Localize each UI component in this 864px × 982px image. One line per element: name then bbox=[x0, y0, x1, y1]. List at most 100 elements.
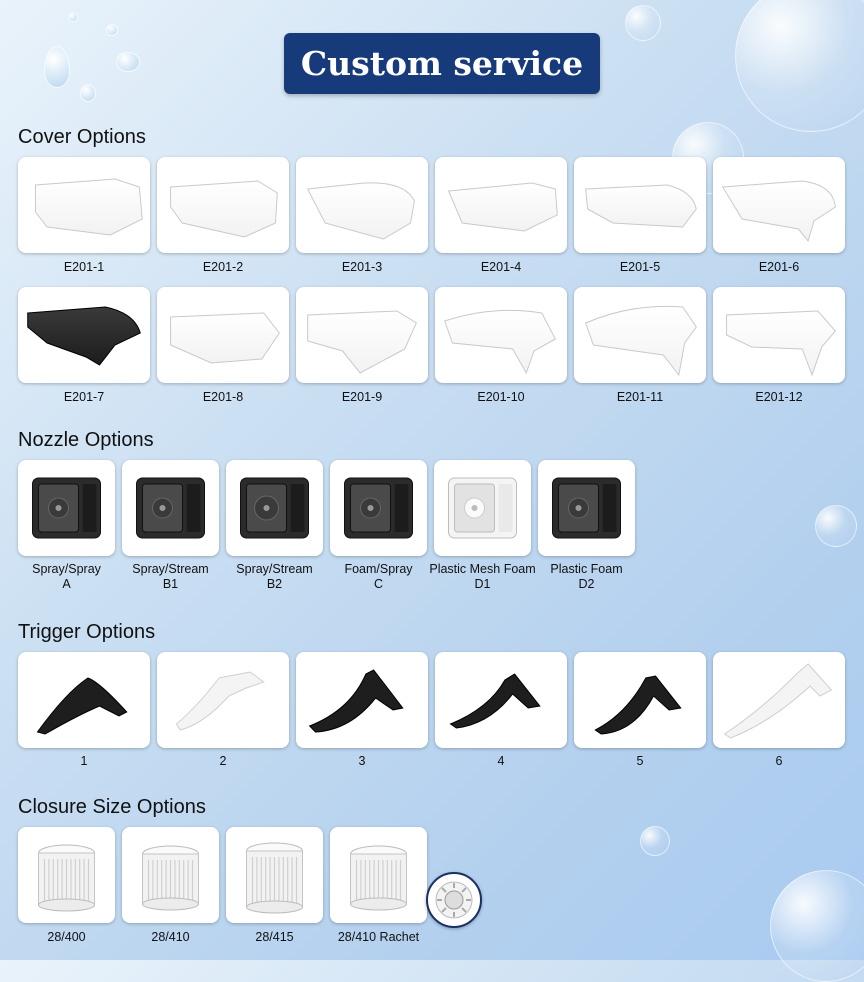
closure-option-label-line-1: 28/400 bbox=[47, 930, 86, 944]
cover-option-card bbox=[435, 287, 567, 383]
trigger-options-title: Trigger Options bbox=[18, 621, 156, 643]
trigger-option-card bbox=[713, 652, 845, 748]
cover-option-label: E201-5 bbox=[574, 260, 706, 275]
trigger-option-card bbox=[435, 652, 567, 748]
nozzle-option-label-line-2: C bbox=[373, 577, 384, 591]
nozzle-option-card bbox=[434, 460, 531, 556]
nozzle-option-label-line-1: Spray/Stream bbox=[132, 562, 209, 576]
cover-option-label: E201-4 bbox=[435, 260, 567, 275]
closure-option-label: 28/415 bbox=[220, 930, 329, 945]
nozzle-option-card bbox=[226, 460, 323, 556]
cover-option-label-line-1: E201-11 bbox=[616, 390, 664, 404]
cover-option-label-line-1: E201-2 bbox=[202, 260, 244, 274]
water-drop-decoration bbox=[68, 12, 78, 22]
cover-option-label-line-1: E201-12 bbox=[755, 390, 803, 404]
closure-option-label-line-1: 28/410 Rachet bbox=[337, 930, 420, 944]
cover-option-label-line-1: E201-4 bbox=[480, 260, 522, 274]
nozzle-option-label-line-2: B2 bbox=[266, 577, 283, 591]
trigger-option-label-line-1: 6 bbox=[775, 754, 783, 768]
cover-option-card bbox=[574, 157, 706, 253]
trigger-option-label: 2 bbox=[157, 754, 289, 769]
bubble-decoration bbox=[815, 505, 857, 547]
trigger-option-label: 3 bbox=[296, 754, 428, 769]
cover-option-card bbox=[157, 157, 289, 253]
trigger-option-label-line-1: 1 bbox=[80, 754, 88, 768]
trigger-option-card bbox=[296, 652, 428, 748]
nozzle-option-label-line-1: Foam/Spray bbox=[344, 562, 413, 576]
water-drop-decoration bbox=[106, 24, 118, 36]
cover-option-label-line-1: E201-8 bbox=[202, 390, 244, 404]
trigger-option-card bbox=[157, 652, 289, 748]
cover-option-label: E201-10 bbox=[435, 390, 567, 405]
trigger-option-label: 1 bbox=[18, 754, 150, 769]
nozzle-option-label-line-2: D1 bbox=[474, 577, 491, 591]
cover-option-label: E201-6 bbox=[713, 260, 845, 275]
nozzle-option-label-line-1: Spray/Stream bbox=[236, 562, 313, 576]
cover-option-label: E201-12 bbox=[713, 390, 845, 405]
closure-option-card bbox=[18, 827, 115, 923]
trigger-option-label: 4 bbox=[435, 754, 567, 769]
nozzle-option-label-line-1: Spray/Spray bbox=[32, 562, 101, 576]
closure-options-title: Closure Size Options bbox=[18, 796, 206, 818]
nozzle-option-card bbox=[538, 460, 635, 556]
nozzle-option-label-line-2: D2 bbox=[578, 577, 595, 591]
closure-option-label: 28/410 bbox=[116, 930, 225, 945]
cover-option-label: E201-3 bbox=[296, 260, 428, 275]
cover-option-label-line-1: E201-5 bbox=[619, 260, 661, 274]
closure-option-label-line-1: 28/410 bbox=[151, 930, 190, 944]
cover-option-card bbox=[435, 157, 567, 253]
closure-option-label-line-1: 28/415 bbox=[255, 930, 294, 944]
water-drop-decoration bbox=[44, 46, 70, 88]
nozzle-option-card bbox=[18, 460, 115, 556]
cover-option-label: E201-9 bbox=[296, 390, 428, 405]
trigger-option-label: 5 bbox=[574, 754, 706, 769]
nozzle-option-label-line-2: A bbox=[62, 577, 71, 591]
cover-option-label-line-1: E201-10 bbox=[477, 390, 525, 404]
closure-option-label: 28/400 bbox=[12, 930, 121, 945]
cover-option-card bbox=[18, 157, 150, 253]
nozzle-option-card bbox=[122, 460, 219, 556]
trigger-option-card bbox=[574, 652, 706, 748]
cover-option-label: E201-2 bbox=[157, 260, 289, 275]
closure-option-label: 28/410 Rachet bbox=[324, 930, 433, 945]
nozzle-option-label-line-2: B1 bbox=[162, 577, 179, 591]
cover-option-label: E201-7 bbox=[18, 390, 150, 405]
nozzle-options-title: Nozzle Options bbox=[18, 429, 154, 451]
trigger-option-card bbox=[18, 652, 150, 748]
bubble-decoration bbox=[640, 826, 670, 856]
closure-option-card bbox=[226, 827, 323, 923]
nozzle-option-label-line-1: Plastic Mesh Foam bbox=[429, 562, 536, 576]
bubble-decoration bbox=[625, 5, 661, 41]
cover-options-title: Cover Options bbox=[18, 126, 146, 148]
nozzle-option-card bbox=[330, 460, 427, 556]
cover-option-card bbox=[574, 287, 706, 383]
trigger-option-label-line-1: 5 bbox=[636, 754, 644, 768]
cover-option-card bbox=[296, 287, 428, 383]
closure-option-card bbox=[330, 827, 427, 923]
cover-option-card bbox=[713, 157, 845, 253]
trigger-option-label: 6 bbox=[713, 754, 845, 769]
cover-option-label-line-1: E201-7 bbox=[63, 390, 105, 404]
closure-option-card bbox=[122, 827, 219, 923]
ratchet-detail-image bbox=[426, 872, 482, 928]
cover-option-label: E201-8 bbox=[157, 390, 289, 405]
cover-option-label-line-1: E201-3 bbox=[341, 260, 383, 274]
cover-option-label-line-1: E201-6 bbox=[758, 260, 800, 274]
water-drop-decoration bbox=[116, 52, 140, 72]
trigger-option-label-line-1: 3 bbox=[358, 754, 366, 768]
cover-option-label-line-1: E201-1 bbox=[63, 260, 105, 274]
cover-option-label-line-1: E201-9 bbox=[341, 390, 383, 404]
cover-option-label: E201-1 bbox=[18, 260, 150, 275]
cover-option-card bbox=[296, 157, 428, 253]
cover-option-card bbox=[18, 287, 150, 383]
page-title: Custom service bbox=[300, 44, 584, 83]
cover-option-card bbox=[157, 287, 289, 383]
bubble-decoration bbox=[735, 0, 864, 132]
bubble-decoration bbox=[770, 870, 864, 982]
